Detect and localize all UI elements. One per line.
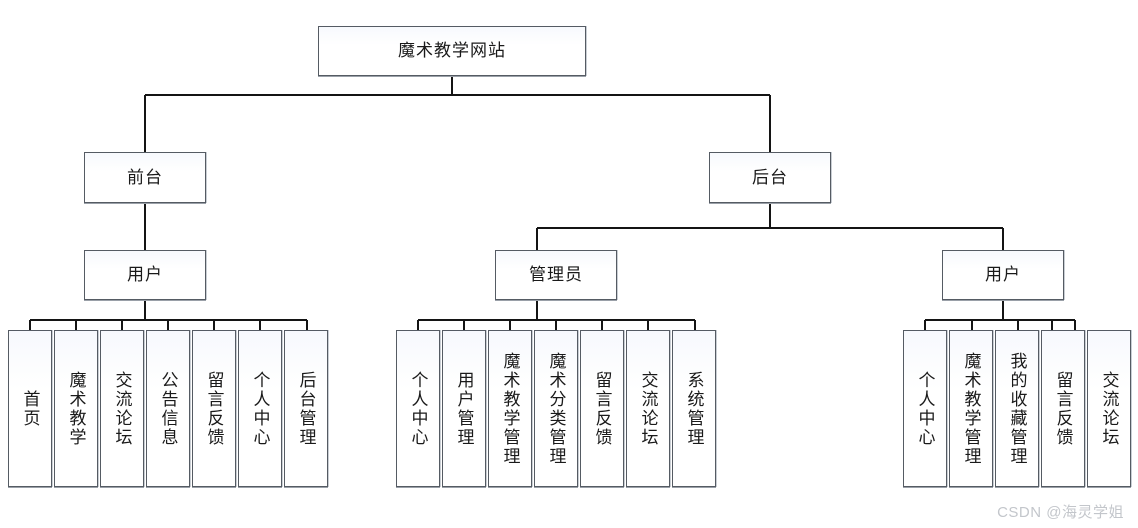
- leaf-admin-6[interactable]: 系统管理: [672, 330, 716, 487]
- node-frontend-label: 前台: [127, 167, 163, 187]
- node-frontend-user[interactable]: 用户: [84, 250, 206, 300]
- leaf-admin-3-label: 魔术分类管理: [546, 351, 566, 466]
- leaf-frontend-5-label: 个人中心: [250, 370, 270, 447]
- leaf-frontend-1-label: 魔术教学: [66, 370, 86, 447]
- leaf-backend-user-4[interactable]: 交流论坛: [1087, 330, 1131, 487]
- leaf-frontend-5[interactable]: 个人中心: [238, 330, 282, 487]
- leaf-admin-3[interactable]: 魔术分类管理: [534, 330, 578, 487]
- leaf-admin-4[interactable]: 留言反馈: [580, 330, 624, 487]
- node-backend[interactable]: 后台: [709, 152, 831, 203]
- leaf-admin-0[interactable]: 个人中心: [396, 330, 440, 487]
- leaf-backend-user-3[interactable]: 留言反馈: [1041, 330, 1085, 487]
- node-frontend[interactable]: 前台: [84, 152, 206, 203]
- leaf-admin-5-label: 交流论坛: [638, 370, 658, 447]
- leaf-backend-user-1[interactable]: 魔术教学管理: [949, 330, 993, 487]
- leaf-backend-user-0[interactable]: 个人中心: [903, 330, 947, 487]
- node-backend-user[interactable]: 用户: [942, 250, 1064, 300]
- leaf-frontend-4[interactable]: 留言反馈: [192, 330, 236, 487]
- leaf-admin-5[interactable]: 交流论坛: [626, 330, 670, 487]
- leaf-admin-4-label: 留言反馈: [592, 370, 612, 447]
- leaf-admin-2-label: 魔术教学管理: [500, 351, 520, 466]
- leaf-admin-1-label: 用户管理: [454, 370, 474, 447]
- leaf-admin-0-label: 个人中心: [408, 370, 428, 447]
- node-frontend-user-label: 用户: [127, 265, 163, 285]
- node-root-label: 魔术教学网站: [398, 41, 506, 61]
- leaf-backend-user-3-label: 留言反馈: [1053, 370, 1073, 447]
- leaf-frontend-1[interactable]: 魔术教学: [54, 330, 98, 487]
- leaf-backend-user-1-label: 魔术教学管理: [961, 351, 981, 466]
- node-root[interactable]: 魔术教学网站: [318, 26, 586, 76]
- leaf-frontend-2[interactable]: 交流论坛: [100, 330, 144, 487]
- leaf-backend-user-2-label: 我的收藏管理: [1007, 351, 1027, 466]
- leaf-backend-user-4-label: 交流论坛: [1099, 370, 1119, 447]
- leaf-frontend-0[interactable]: 首页: [8, 330, 52, 487]
- leaf-frontend-2-label: 交流论坛: [112, 370, 132, 447]
- node-admin[interactable]: 管理员: [495, 250, 617, 300]
- leaf-backend-user-0-label: 个人中心: [915, 370, 935, 447]
- leaf-frontend-4-label: 留言反馈: [204, 370, 224, 447]
- leaf-frontend-3[interactable]: 公告信息: [146, 330, 190, 487]
- leaf-backend-user-2[interactable]: 我的收藏管理: [995, 330, 1039, 487]
- leaf-admin-6-label: 系统管理: [684, 370, 704, 447]
- leaf-admin-1[interactable]: 用户管理: [442, 330, 486, 487]
- leaf-admin-2[interactable]: 魔术教学管理: [488, 330, 532, 487]
- leaf-frontend-6[interactable]: 后台管理: [284, 330, 328, 487]
- leaf-frontend-3-label: 公告信息: [158, 370, 178, 447]
- node-backend-user-label: 用户: [985, 265, 1021, 285]
- csdn-watermark: CSDN @海灵学姐: [997, 504, 1124, 521]
- leaf-frontend-6-label: 后台管理: [296, 370, 316, 447]
- node-backend-label: 后台: [752, 167, 788, 187]
- leaf-frontend-0-label: 首页: [20, 389, 40, 428]
- node-admin-label: 管理员: [529, 265, 583, 285]
